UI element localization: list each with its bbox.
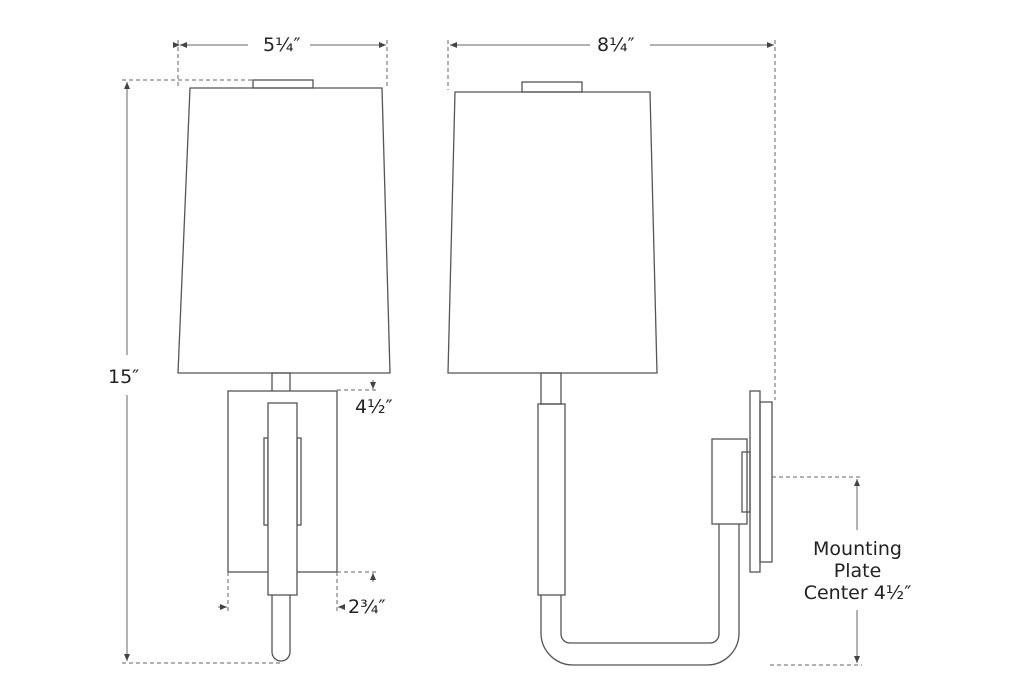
side-view <box>447 81 773 666</box>
front-view <box>177 79 391 662</box>
front-shade <box>177 87 391 374</box>
mounting-label-line: Mounting <box>813 538 902 560</box>
front-cap <box>252 79 314 89</box>
side-extension-label: 8¼″ <box>594 36 638 55</box>
backplate-width-label: 4½″ <box>355 396 393 418</box>
side-backplate <box>749 390 761 573</box>
side-arm-outer <box>540 524 740 666</box>
side-arm-inner <box>560 524 720 644</box>
dimension-lines <box>122 40 862 666</box>
backplate-depth-label: 2¾″ <box>348 596 386 618</box>
side-mount-block <box>711 438 748 525</box>
front-cylinder <box>267 402 298 596</box>
side-stem <box>540 372 562 405</box>
side-cap <box>521 81 583 93</box>
front-width-label: 5¼″ <box>260 36 304 55</box>
mounting-plate-center-label: Mounting Plate Center 4½″ <box>795 538 920 604</box>
mounting-label-line: Plate <box>833 560 882 582</box>
height-label: 15″ <box>108 366 140 389</box>
front-rod <box>271 595 291 662</box>
side-shade <box>447 91 658 374</box>
side-cylinder <box>537 403 566 596</box>
mounting-label-line: Center 4½″ <box>803 582 912 604</box>
